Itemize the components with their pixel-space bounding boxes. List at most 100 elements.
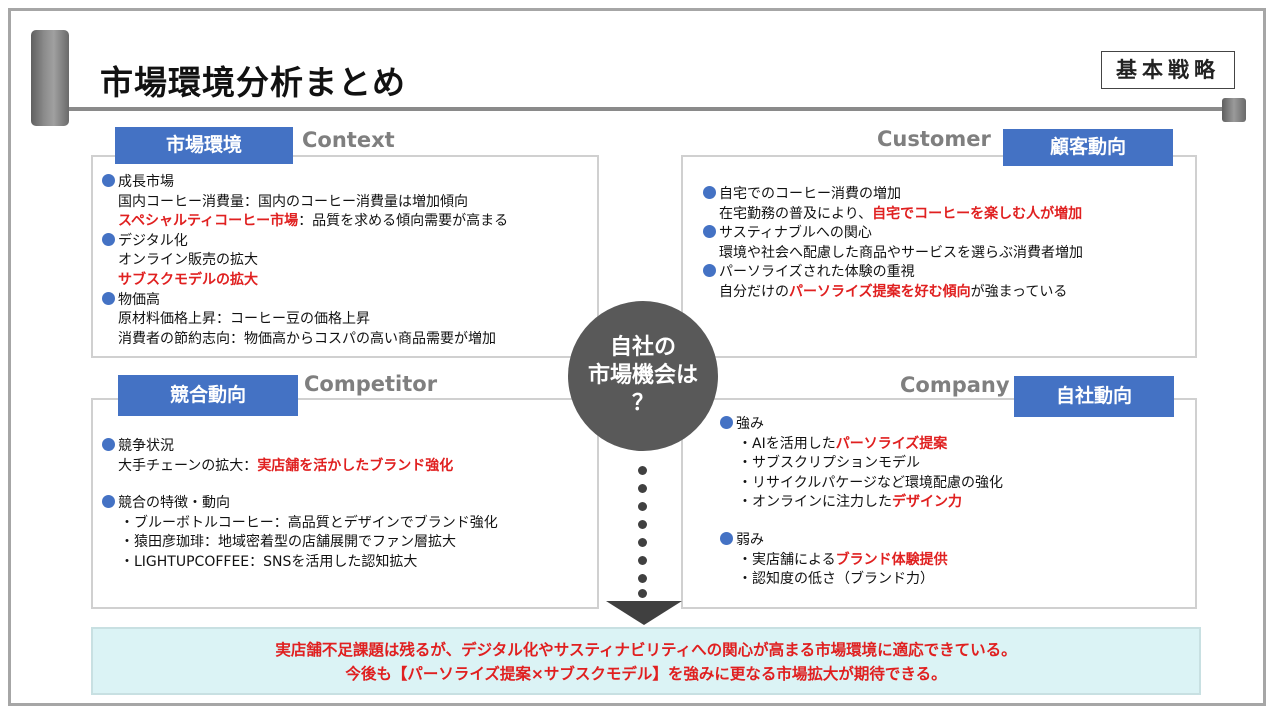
bullet-dot [703, 264, 716, 278]
company-tag: 自社動向 [1014, 376, 1174, 417]
context-line: デジタル化 [102, 232, 508, 252]
connector-dot [638, 502, 647, 511]
circle-line-3: ？ [631, 391, 654, 416]
connector-dot [638, 538, 647, 547]
summary-line-2: 今後も【パーソライズ提案×サブスクモデル】を強みに更なる市場拡大が期待できる。 [345, 665, 947, 683]
connector-dot [638, 520, 647, 529]
competitor-line-1: 大手チェーンの拡大： [118, 457, 258, 474]
company-label: Company [900, 373, 1010, 397]
page-title: 市場環境分析まとめ [100, 63, 406, 102]
competitor-item: ・ブルーボトルコーヒー：高品質とデザインでブランド強化 [120, 514, 498, 531]
bullet-dot [102, 495, 115, 509]
market-opportunity-circle: 自社の 市場機会は ？ [568, 301, 718, 451]
context-line: 国内コーヒー消費量：国内のコーヒー消費量は増加傾向 [102, 193, 508, 213]
strength-item: ・リサイクルパケージなど環境配慮の強化 [738, 474, 1004, 491]
customer-content: 自宅でのコーヒー消費の増加在宅勤務の普及により、自宅でコーヒーを楽しむ人が増加サ… [703, 185, 1083, 303]
connector-dot [638, 589, 647, 598]
customer-line: 在宅勤務の普及により、自宅でコーヒーを楽しむ人が増加 [703, 205, 1083, 225]
customer-line: パーソライズされた体験の重視 [703, 263, 1083, 283]
context-line: スペシャルティコーヒー市場：品質を求める傾向需要が高まる [102, 212, 508, 232]
weakness-item: ・認知度の低さ（ブランド力） [738, 571, 934, 588]
customer-line: サスティナブルへの関心 [703, 224, 1083, 244]
connector-dot [638, 466, 647, 475]
weakness-item-highlight: ブランド体験提供 [835, 551, 948, 568]
context-line: 消費者の節約志向：物価高からコスパの高い商品需要が増加 [102, 330, 508, 350]
customer-text: 自分だけの [719, 283, 789, 300]
company-weak-label: 弱み [736, 531, 764, 548]
customer-tag: 顧客動向 [1003, 129, 1173, 166]
competitor-line-1-highlight: 実店舗を活かしたブランド強化 [257, 457, 454, 474]
title-underline [69, 107, 1227, 111]
customer-text: が強まっている [970, 283, 1068, 300]
customer-bullet-text: サスティナブルへの関心 [719, 225, 872, 242]
summary-line-1: 実店舗不足課題は残るが、デジタル化やサスティナビリティへの関心が高まる市場環境に… [275, 641, 1017, 659]
connector-dot [638, 574, 647, 583]
customer-line: 自宅でのコーヒー消費の増加 [703, 185, 1083, 205]
competitor-tag: 競合動向 [118, 375, 298, 416]
context-text: ：品質を求める傾向需要が高まる [298, 213, 509, 230]
strength-item: ・サブスクリプションモデル [738, 455, 920, 472]
context-line: 原材料価格上昇：コーヒー豆の価格上昇 [102, 310, 508, 330]
company-content: 強み ・AIを活用したパーソライズ提案 ・サブスクリプションモデル ・リサイクル… [720, 415, 1003, 590]
competitor-bullet-1: 競争状況 [118, 438, 174, 454]
context-bullet-text: 成長市場 [118, 174, 174, 190]
strength-item-highlight: デザイン力 [892, 494, 962, 511]
bullet-dot [102, 232, 115, 246]
competitor-item: ・猿田彦珈琲：地域密着型の店舗展開でファン層拡大 [120, 534, 456, 551]
customer-text: 在宅勤務の普及により、 [719, 205, 873, 222]
summary-box: 実店舗不足課題は残るが、デジタル化やサスティナビリティへの関心が高まる市場環境に… [91, 627, 1201, 695]
bullet-dot [102, 438, 115, 451]
connector-dot [638, 556, 647, 565]
context-content: 成長市場国内コーヒー消費量：国内のコーヒー消費量は増加傾向スペシャルティコーヒー… [102, 173, 508, 349]
strategy-badge: 基本戦略 [1101, 51, 1235, 89]
context-bullet-text: デジタル化 [118, 232, 188, 249]
customer-bullet-text: 自宅でのコーヒー消費の増加 [719, 186, 901, 202]
competitor-box [91, 398, 599, 609]
customer-line: 環境や社会へ配慮した商品やサービスを選らぶ消費者増加 [703, 244, 1083, 264]
bullet-dot [102, 291, 115, 305]
bullet-dot [720, 531, 733, 545]
bullet-dot [720, 416, 733, 429]
customer-text: 環境や社会へ配慮した商品やサービスを選らぶ消費者増加 [719, 244, 1083, 261]
company-strengths-label: 強み [736, 416, 764, 432]
title-accent-bar [31, 30, 69, 126]
context-text: 消費者の節約志向：物価高からコスパの高い商品需要が増加 [118, 330, 496, 347]
down-arrow-icon [606, 601, 682, 625]
title-line-end-cap [1222, 98, 1246, 122]
bullet-dot [703, 225, 716, 239]
context-tag: 市場環境 [115, 127, 293, 164]
context-line: オンライン販売の拡大 [102, 251, 508, 271]
customer-line: 自分だけのパーソライズ提案を好む傾向が強まっている [703, 283, 1083, 303]
context-line: 物価高 [102, 291, 508, 311]
slide-frame [8, 8, 1266, 706]
customer-highlight: 自宅でコーヒーを楽しむ人が増加 [872, 205, 1083, 222]
circle-line-2: 市場機会は [587, 363, 698, 388]
context-text: サブスクモデルの拡大 [118, 271, 258, 288]
context-label: Context [302, 128, 395, 152]
bullet-dot [102, 174, 115, 187]
context-text: 原材料価格上昇：コーヒー豆の価格上昇 [118, 311, 370, 328]
bullet-dot [703, 186, 716, 199]
context-text: 国内コーヒー消費量：国内のコーヒー消費量は増加傾向 [118, 193, 468, 210]
weakness-item: ・実店舗による [738, 551, 836, 568]
company-box [681, 398, 1197, 609]
strength-item: ・オンラインに注力した [738, 494, 892, 511]
competitor-item: ・LIGHTUPCOFFEE：SNSを活用した認知拡大 [120, 553, 418, 570]
context-line: サブスクモデルの拡大 [102, 271, 508, 291]
competitor-label: Competitor [304, 372, 438, 396]
customer-label: Customer [877, 127, 991, 151]
customer-box [681, 155, 1197, 358]
context-text: オンライン販売の拡大 [118, 252, 258, 269]
strength-item: ・AIを活用した [738, 435, 836, 452]
context-box [91, 155, 599, 358]
strength-item-highlight: パーソライズ提案 [835, 435, 948, 452]
customer-highlight: パーソライズ提案を好む傾向 [789, 283, 971, 300]
context-bullet-text: 物価高 [118, 291, 160, 308]
competitor-content: 競争状況 大手チェーンの拡大：実店舗を活かしたブランド強化 競合の特徴・動向 ・… [102, 437, 498, 573]
context-line: 成長市場 [102, 173, 508, 193]
customer-bullet-text: パーソライズされた体験の重視 [719, 264, 915, 281]
connector-dot [638, 484, 647, 493]
competitor-bullet-2: 競合の特徴・動向 [118, 495, 230, 512]
context-highlight: スペシャルティコーヒー市場 [118, 213, 299, 230]
circle-line-1: 自社の [609, 335, 676, 360]
